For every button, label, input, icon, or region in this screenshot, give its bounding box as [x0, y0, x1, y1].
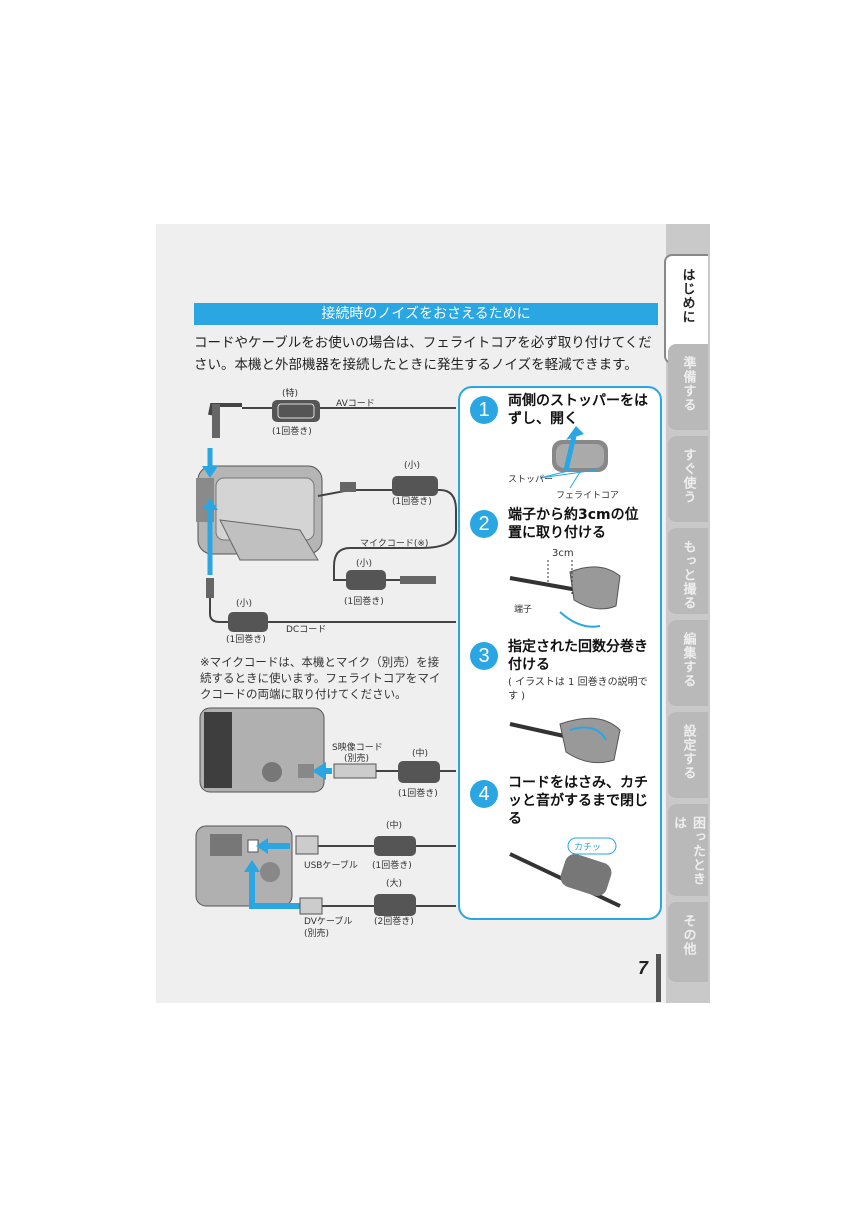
- click-label: カチッ: [574, 840, 601, 853]
- page-number-bar: [656, 954, 661, 1002]
- page-number: 7: [638, 958, 648, 979]
